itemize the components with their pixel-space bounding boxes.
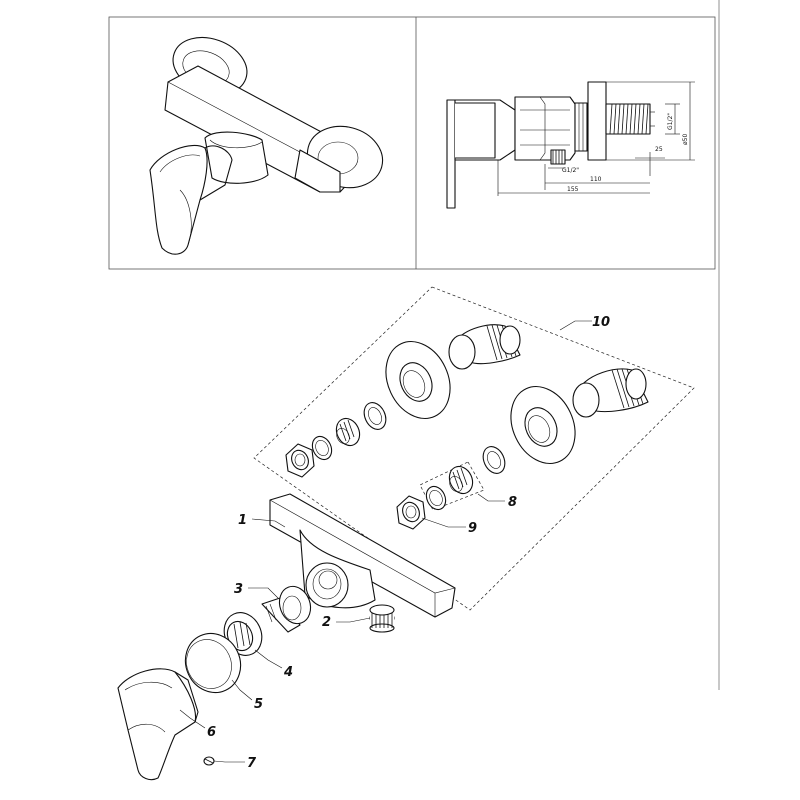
- hex-nut-right: [396, 495, 426, 530]
- part-label-7: 7: [247, 756, 257, 771]
- part-label-3: 3: [234, 582, 243, 597]
- set-screw: [203, 756, 215, 766]
- perspective-view-mixer: [149, 36, 384, 255]
- leader-lines: [179, 320, 592, 763]
- part-label-10: 10: [592, 315, 610, 330]
- part-label-5: 5: [254, 697, 263, 712]
- dim-155: 155: [567, 186, 579, 193]
- top-views-frame: [108, 16, 716, 270]
- lever-handle: [117, 668, 199, 781]
- inlet-thread-dim: G1/2": [667, 113, 674, 130]
- group-10-frame: [253, 286, 695, 611]
- dim-110: 110: [590, 176, 602, 183]
- part-label-4: 4: [283, 665, 293, 680]
- eccentric-nipple-left: [448, 324, 521, 370]
- rosette-right: [510, 386, 576, 464]
- exploded-view: 1 2 3 4 5 6 7 8 9 10: [117, 286, 695, 781]
- outlet-thread-dim: G1/2": [562, 167, 579, 174]
- part-label-9: 9: [468, 521, 477, 536]
- part-label-8: 8: [508, 495, 517, 510]
- connector-left: [335, 417, 361, 447]
- side-elevation-view: G1/2" ø50 25 110 155 G1/2": [446, 81, 695, 209]
- diameter-dim: ø50: [682, 134, 689, 145]
- rosette-left: [385, 341, 451, 419]
- part-label-1: 1: [238, 513, 247, 528]
- part-labels: 1 2 3 4 5 6 7 8 9 10: [207, 315, 610, 771]
- mixer-body: [269, 493, 456, 618]
- aerator: [369, 604, 395, 633]
- part-label-6: 6: [207, 725, 216, 740]
- eccentric-nipple-right: [572, 368, 649, 418]
- hex-nut-left: [285, 443, 315, 478]
- part-label-2: 2: [322, 615, 331, 630]
- connector-right: [448, 465, 474, 495]
- dim-25: 25: [655, 146, 663, 153]
- group-8-frame: [419, 461, 485, 511]
- cover-sleeve: [184, 632, 242, 694]
- cartridge: [261, 585, 312, 633]
